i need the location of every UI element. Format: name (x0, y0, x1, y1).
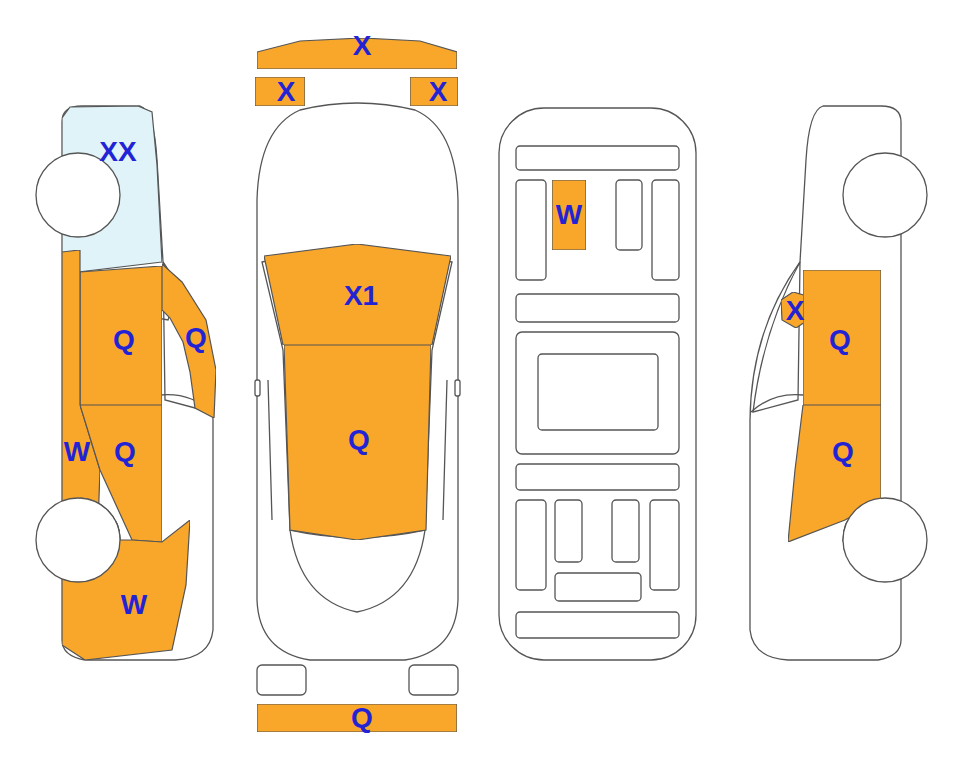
panel-fill (781, 292, 808, 328)
damage-code: XX (99, 138, 137, 166)
wheel (80, 498, 120, 542)
wheel (843, 498, 881, 542)
damage-panel: Q (284, 345, 431, 540)
damage-code: W (121, 591, 148, 619)
damage-panel: Q (803, 270, 881, 405)
damage-code: W (64, 438, 91, 466)
damage-panel: XX (62, 106, 162, 272)
panel-shape (62, 520, 190, 660)
damage-code: Q (348, 426, 370, 454)
panel-shape (62, 106, 162, 272)
damage-code: Q (114, 438, 136, 466)
damage-code: Q (829, 326, 851, 354)
damage-panel: Q (80, 266, 162, 405)
panel-fill (552, 180, 586, 250)
damage-code: Q (185, 324, 207, 352)
panel-fill (803, 270, 881, 405)
panel-fill (80, 266, 162, 405)
panel-fill (257, 704, 457, 732)
damage-code: X (277, 78, 296, 106)
damage-code: Q (832, 438, 854, 466)
damage-panel: Q (162, 264, 216, 418)
damage-panel: W (552, 180, 586, 250)
panel-fill (162, 264, 216, 418)
panel-fill (410, 77, 458, 106)
damage-code: Q (113, 326, 135, 354)
damage-panel: X (257, 38, 457, 69)
damage-panel: X1 (264, 244, 451, 345)
damage-code: W (556, 201, 583, 229)
damage-panel: Q (788, 405, 881, 542)
wheel (62, 498, 100, 540)
panel-fill (284, 345, 431, 540)
panel-fill (255, 77, 305, 106)
damage-panel: X (255, 77, 305, 106)
damage-code: Q (351, 704, 373, 732)
wheel (62, 520, 120, 582)
damage-panel: Q (257, 704, 457, 732)
damage-panel: X (781, 292, 808, 328)
panel-fill (264, 244, 451, 345)
damage-panel: X (410, 77, 458, 106)
panel-fill (62, 250, 100, 540)
damage-code: X1 (344, 282, 379, 310)
damage-panel: W (62, 520, 190, 660)
damage-code: X (429, 78, 448, 106)
damage-code: X (353, 32, 372, 60)
panel-shape (62, 250, 100, 540)
damage-panel: W (62, 250, 100, 540)
panel-shape (788, 405, 881, 542)
damage-code: X (786, 297, 805, 325)
